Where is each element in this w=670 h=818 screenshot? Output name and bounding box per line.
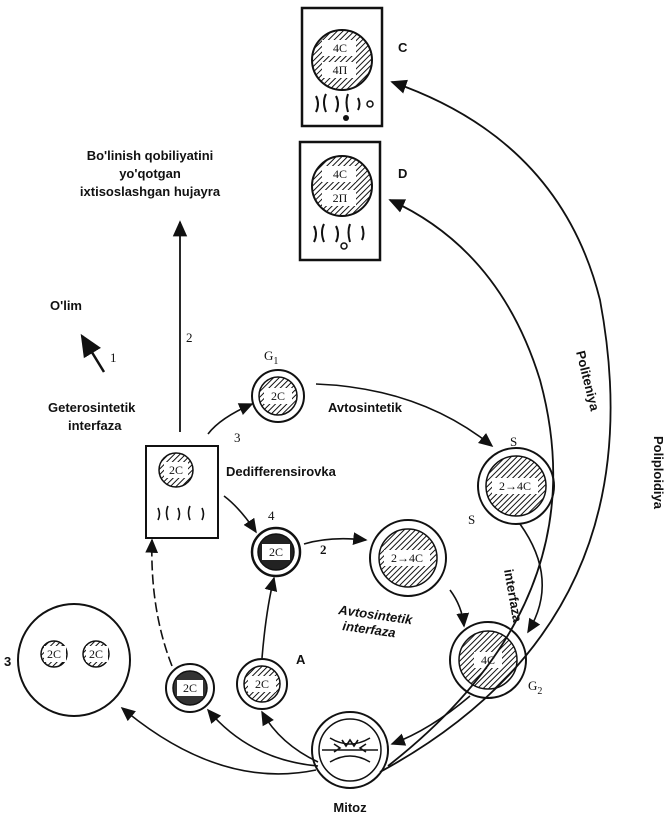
svg-text:2→4C: 2→4C (391, 551, 423, 565)
label-d: D (398, 166, 407, 181)
cell-hetero-box: 2C (146, 446, 218, 538)
svg-text:2C: 2C (169, 463, 183, 477)
specialized-cell-line2: yo'qotgan (119, 166, 181, 181)
cell-dediff: 2C (252, 528, 300, 576)
arrow-hetero-to-g1 (208, 404, 252, 434)
arrow-hetero-to-dediff (224, 496, 256, 532)
arrow-mitosis-to-binucleate (122, 708, 316, 774)
death-arrow (82, 336, 104, 372)
svg-text:2→4C: 2→4C (499, 479, 531, 493)
svg-text:2C: 2C (255, 677, 269, 691)
cell-s2: 2→4C (370, 520, 446, 596)
cell-d-nucleus-top: 4C (333, 167, 347, 181)
cell-c-nucleus-bottom: 4П (333, 63, 348, 77)
arrow-mitosis-to-left (208, 710, 318, 766)
cell-c-nucleus-top: 4C (333, 41, 347, 55)
label-three: 3 (4, 654, 11, 669)
cell-g2: 4C (450, 622, 526, 698)
poliploidiya-label: Poliploidiya (651, 436, 666, 510)
cell-left-small: 2C (166, 664, 214, 712)
path-number-2b: 2 (320, 542, 327, 557)
path-number-4: 4 (268, 508, 275, 523)
svg-text:2C: 2C (47, 647, 61, 661)
dediff-label: Dedifferensirovka (226, 464, 337, 479)
specialized-cell-line3: ixtisoslashgan hujayra (80, 184, 221, 199)
death-label: O'lim (50, 298, 82, 313)
path-number-2a: 2 (186, 330, 193, 345)
specialized-cell-line1: Bo'linish qobiliyatini (87, 148, 214, 163)
path-number-3: 3 (234, 430, 241, 445)
arrow-g1-to-s (316, 384, 492, 446)
arrow-a-to-dediff (262, 578, 274, 658)
politeniya-label: Politeniya (573, 349, 603, 413)
svg-text:2C: 2C (271, 389, 285, 403)
cell-c-box: 4C 4П (302, 8, 382, 126)
cell-binucleate: 2C 2C (18, 604, 130, 716)
mitosis-label: Mitoz (333, 800, 367, 815)
label-g2: G2 (528, 678, 542, 697)
label-a: A (296, 652, 306, 667)
svg-text:2C: 2C (269, 545, 283, 559)
autosynthetic-label: Avtosintetik (328, 400, 403, 415)
interfaza-label: interfaza (501, 568, 525, 624)
label-s2: S (468, 512, 475, 527)
path-number-1: 1 (110, 350, 117, 365)
label-s1: S (510, 434, 517, 449)
cell-d-box: 4C 2П (300, 142, 380, 260)
cell-s1: 2→4C (478, 448, 554, 524)
arrow-left-to-hetero (152, 540, 172, 666)
arrow-dediff-to-s (304, 539, 366, 544)
label-g1: G1 (264, 348, 278, 367)
hetero-label-line2: interfaza (68, 418, 122, 433)
arrow-s-to-g2 (450, 590, 464, 626)
cell-a: 2C (237, 659, 287, 709)
svg-text:2C: 2C (89, 647, 103, 661)
label-c: C (398, 40, 408, 55)
cell-mitosis (312, 712, 388, 788)
cell-g1: 2C (252, 370, 304, 422)
hetero-label-line1: Geterosintetik (48, 400, 136, 415)
cell-d-nucleus-bottom: 2П (333, 191, 348, 205)
svg-text:2C: 2C (183, 681, 197, 695)
